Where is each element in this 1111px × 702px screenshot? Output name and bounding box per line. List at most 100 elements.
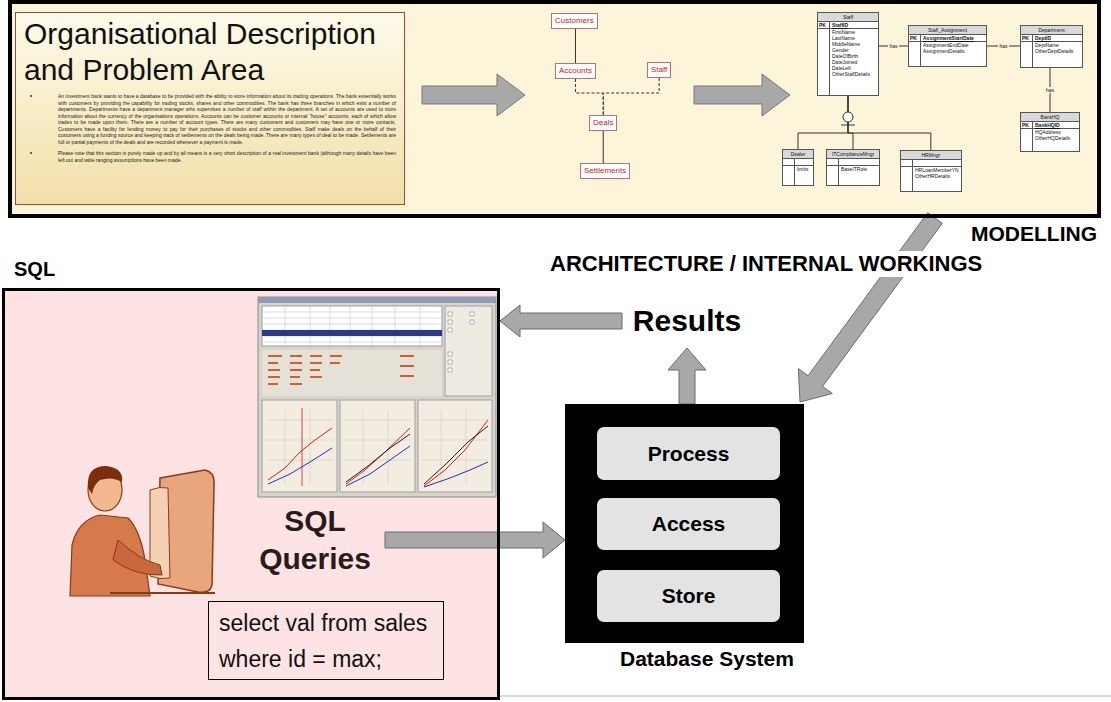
block-arrow (668, 348, 706, 404)
big-caption: SQL Queries (245, 502, 385, 578)
stats-figures (268, 356, 414, 384)
attribute-list: DeptNameOtherDeptDetails (1033, 42, 1075, 67)
person-at-computer (70, 466, 215, 596)
component-name: Store (662, 584, 716, 608)
sql-queries-box: SQL Queries (245, 500, 385, 580)
pk-marker: PK (1022, 122, 1029, 128)
attribute-gutter (1021, 42, 1033, 67)
attribute: OtherDeptDetails (1035, 48, 1073, 54)
attribute-row: AssignmentEndDateAssignmentDetails (909, 42, 986, 66)
connector (385, 522, 565, 558)
modelling-ground (8, 0, 1101, 218)
entity-table: Dealer limits (782, 149, 814, 186)
key-row: PK StaffID (818, 22, 878, 29)
key-cell: BankHQID (1033, 122, 1062, 128)
bullet-dot (30, 152, 32, 154)
database-system: Database SystemProcessAccessStore (565, 404, 804, 643)
block-arrow (500, 305, 622, 337)
attribute: DateLeft (832, 65, 870, 71)
chart-line (346, 434, 410, 482)
attribute-row: BaseITRole (827, 166, 879, 185)
key-cell (795, 159, 799, 165)
key-field: AssignmentStartDate (923, 35, 974, 41)
key-cell: AssignmentStartDate (921, 35, 976, 41)
attribute: DateJoined (832, 59, 870, 65)
attribute: OtherHQDetails (1035, 135, 1070, 141)
table-header: Dealer (783, 150, 813, 159)
entity-name: Customers (555, 16, 594, 25)
block-arrow (798, 213, 942, 402)
attribute: limits (797, 166, 808, 172)
connector (603, 131, 604, 163)
sql-code: select val from sales where id = max; (219, 605, 437, 677)
screenshot (258, 297, 496, 497)
chart-line (346, 446, 410, 486)
connector (603, 78, 659, 115)
sql-ground (2, 288, 500, 700)
attribute-row: HQAddressOtherHQDetails (1021, 129, 1079, 151)
table-header: Staff_Assignment (909, 26, 986, 35)
modelling-frame: MODELLINGOrganisational Description and … (8, 0, 1101, 218)
chart-line (346, 428, 410, 484)
section-heading: SQL (14, 258, 55, 281)
edge-label: has (1045, 87, 1055, 93)
checkboxes (448, 312, 474, 372)
entity-box: Staff (647, 62, 671, 78)
table-name: Dealer (791, 151, 806, 157)
pk-marker: PK (1022, 35, 1029, 41)
chart-grid (266, 410, 488, 485)
connector-line (603, 131, 604, 163)
caption: Database System (620, 647, 794, 671)
connector-line (575, 79, 603, 115)
entity-box: Settlements (580, 163, 630, 179)
key-field: DeptID (1035, 35, 1051, 41)
subtype-bar (841, 125, 855, 126)
bullet-item: Please note that this section is purely … (24, 150, 396, 163)
attribute: FirstName (832, 29, 870, 35)
connector (668, 348, 706, 404)
attribute-list: BaseITRole (839, 166, 869, 185)
component-name: Access (652, 512, 726, 536)
connector (848, 96, 853, 149)
entity-name: Settlements (584, 166, 626, 175)
code-box: select val from sales where id = max; (208, 601, 444, 680)
key-row (783, 159, 813, 166)
entity-table: DepartmentPK DeptIDDeptNameOtherDeptDetai… (1020, 25, 1083, 68)
connector-line (848, 96, 853, 149)
entity-table: StaffPK StaffIDFirstNameLastNameMiddleNam… (817, 12, 879, 96)
attribute: DeptName (1035, 42, 1073, 48)
key-cell (839, 159, 843, 165)
attribute: MiddleName (832, 41, 870, 47)
connector (500, 305, 622, 337)
attribute-gutter (827, 166, 839, 185)
component-box: Access (597, 498, 780, 550)
entity-box: Accounts (555, 63, 596, 79)
pk-marker: PK (819, 22, 826, 28)
attribute: LastName (832, 35, 870, 41)
entity-box: Deals (589, 115, 617, 131)
table-header: Department (1021, 26, 1082, 35)
grid-table (262, 306, 442, 346)
key-field: StaffID (832, 22, 848, 28)
grid-lines (262, 306, 442, 346)
attribute: HRLoanMemberYN (915, 167, 959, 173)
table-header: ITComplianceMngr (827, 150, 879, 159)
connector-line (848, 96, 931, 150)
chart-marker (302, 408, 303, 486)
key-row: PK BankHQID (1021, 122, 1079, 129)
entity-table: BankHQPKBankHQIDHQAddressOtherHQDetails (1020, 112, 1080, 152)
subtype-circle (843, 112, 853, 122)
entity-name: Staff (651, 65, 667, 74)
chart-panel (262, 400, 337, 492)
section-heading: MODELLING (971, 222, 1097, 246)
attribute-gutter (1021, 129, 1033, 151)
attribute: AssignmentEndDate (923, 42, 969, 48)
connector (798, 213, 942, 402)
description-panel: Organisational Description and Problem A… (15, 12, 405, 205)
table-header: Staff (818, 13, 878, 22)
key-gutter: PK (1021, 35, 1033, 41)
window (258, 297, 496, 497)
sql-panel: SQLSQL Queriesselect val from sales wher… (2, 288, 500, 700)
component-box: Store (597, 570, 780, 622)
